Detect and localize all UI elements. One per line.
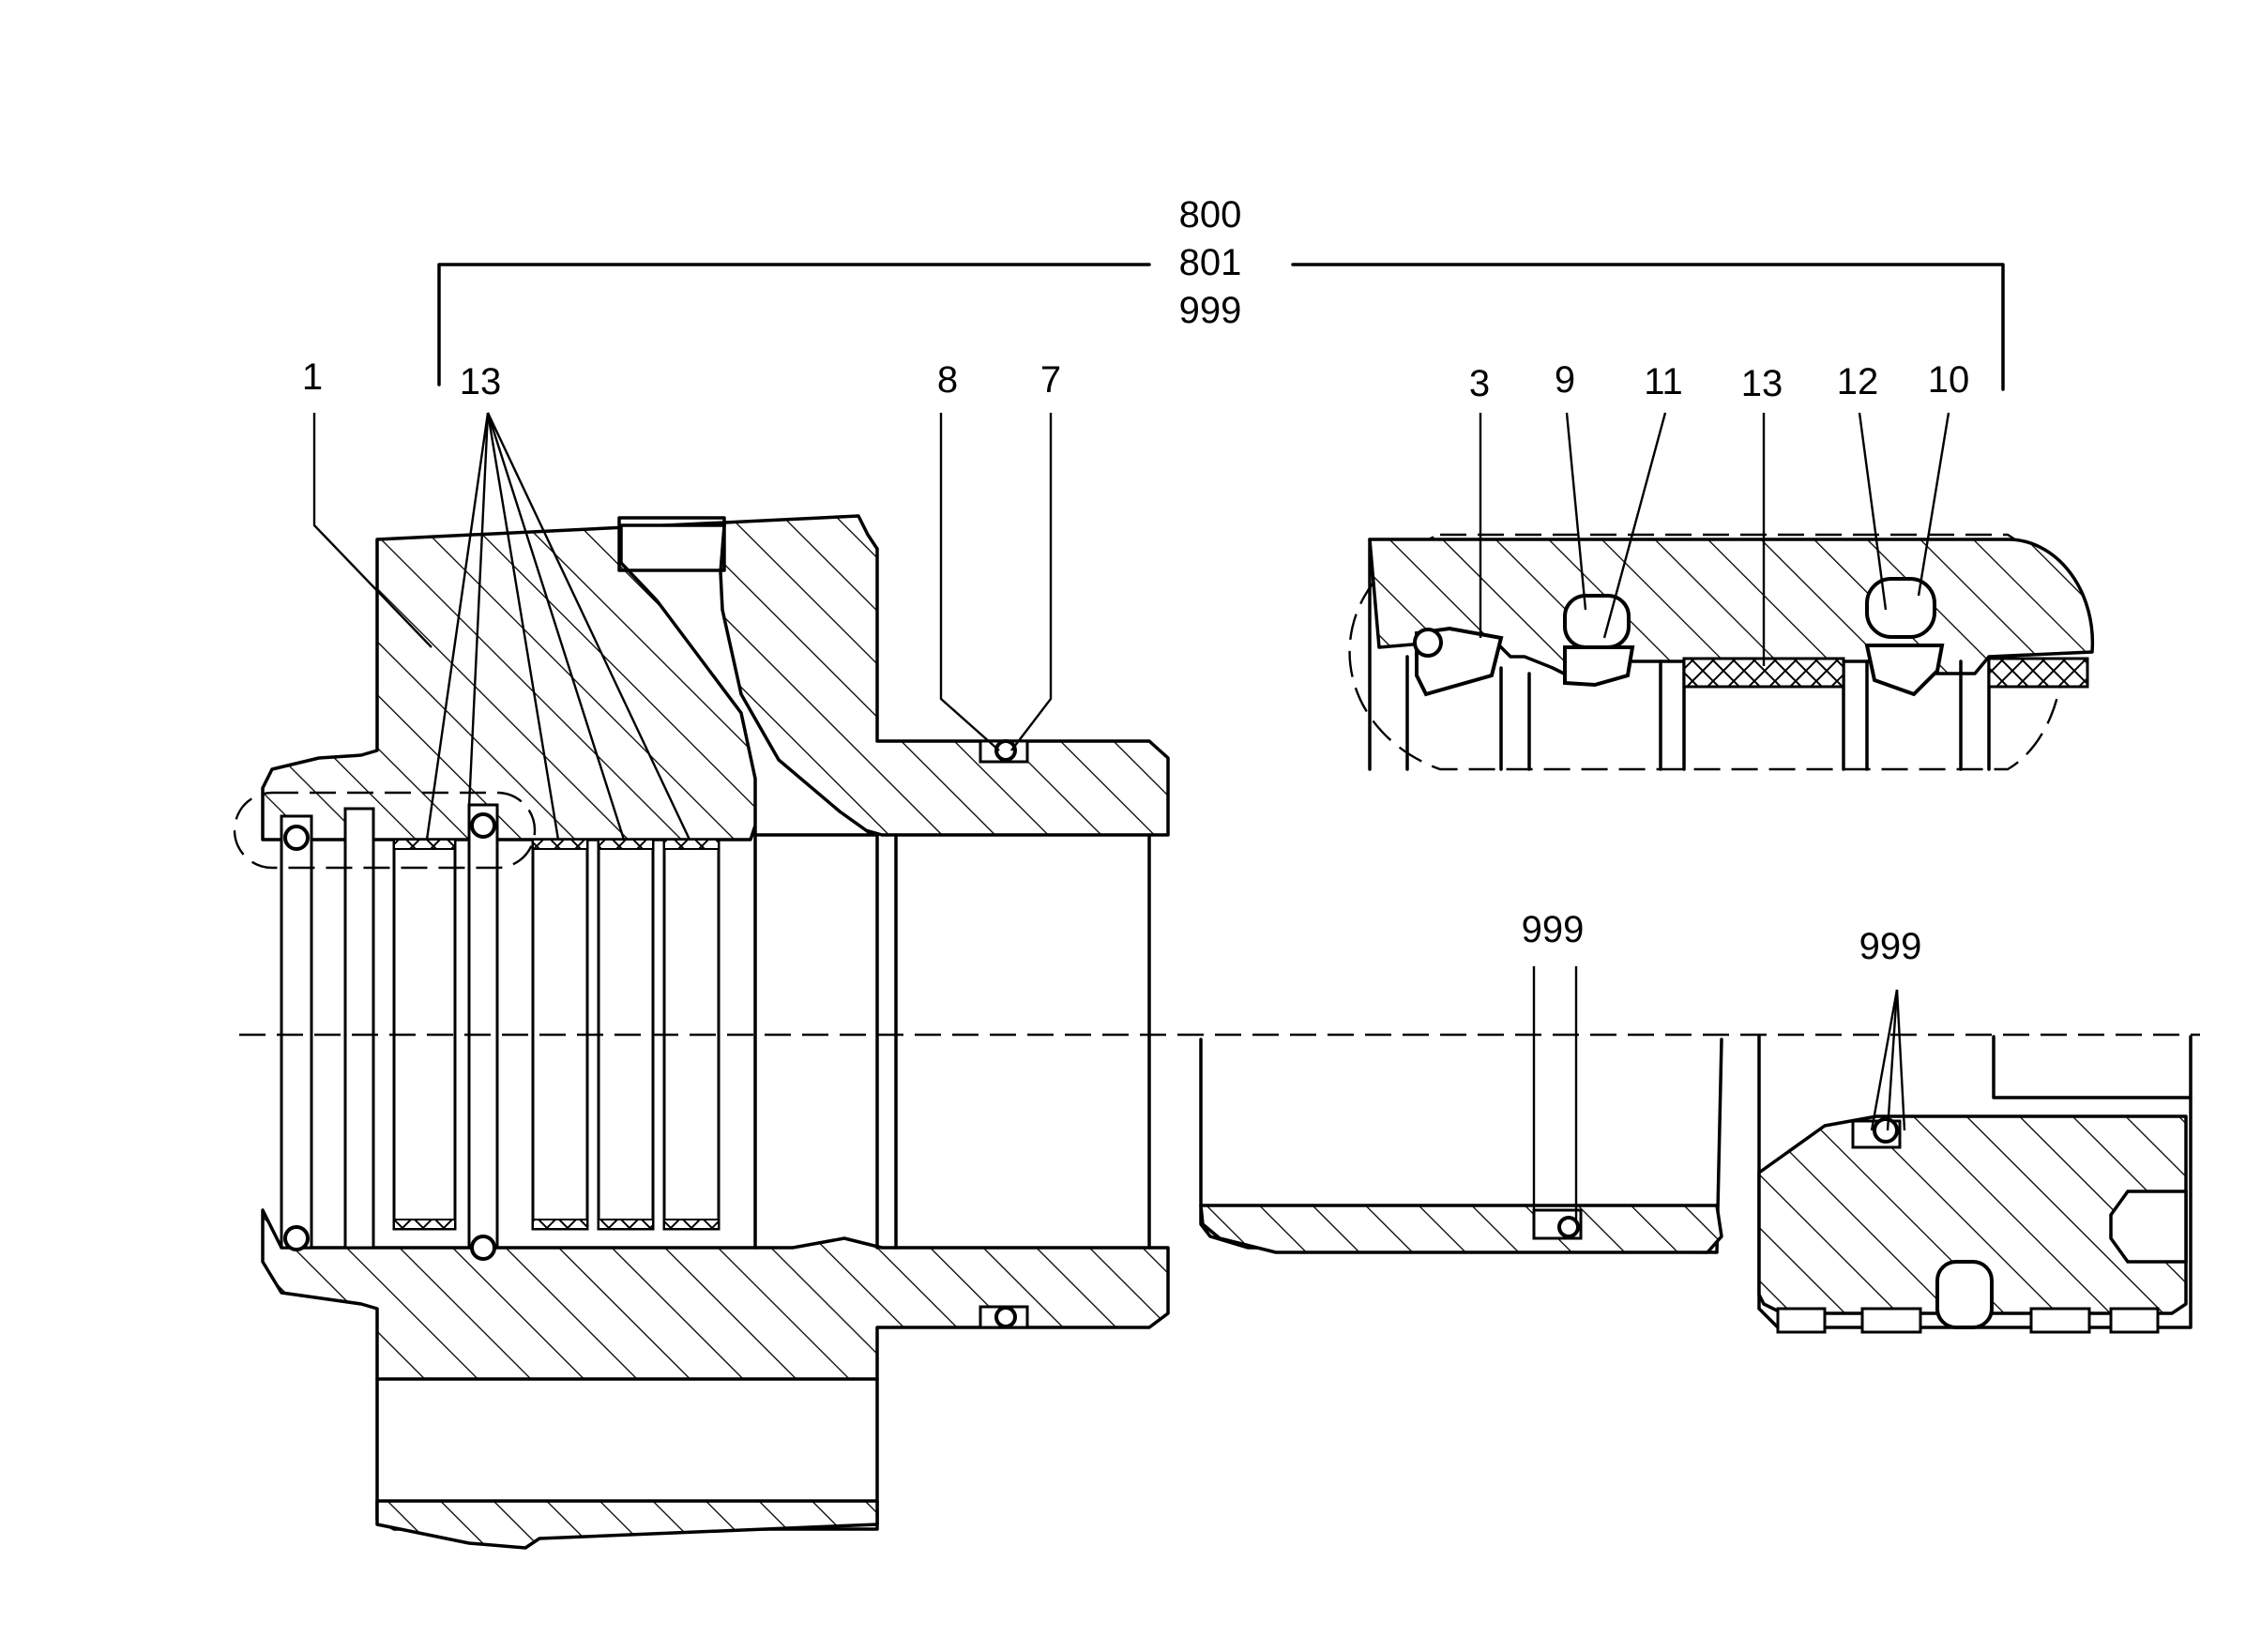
callout-9: 9: [1555, 359, 1575, 401]
middle-cartridge: [1199, 1038, 1723, 1254]
callout-13-left: 13: [460, 361, 502, 402]
callout-8: 8: [937, 359, 958, 401]
group-label-800: 800: [1179, 194, 1242, 235]
callout-999-middle: 999: [1522, 909, 1585, 950]
callout-12: 12: [1837, 361, 1879, 402]
callout-1: 1: [302, 356, 323, 398]
group-label-801: 801: [1179, 242, 1242, 283]
callout-7: 7: [1040, 359, 1061, 401]
leader-lines: [312, 412, 1950, 1220]
right-cartridge: [1757, 1035, 2193, 1334]
callout-3: 3: [1469, 363, 1490, 404]
seal-rings: [280, 803, 721, 1261]
group-label-999: 999: [1179, 290, 1242, 331]
callout-10: 10: [1928, 359, 1970, 401]
callout-11: 11: [1644, 361, 1683, 402]
callout-999-right: 999: [1859, 926, 1922, 967]
callout-13-right: 13: [1741, 363, 1783, 404]
assembly-bracket: [437, 263, 2005, 391]
main-housing: [233, 514, 1170, 1550]
detail-view: [1348, 533, 2095, 771]
